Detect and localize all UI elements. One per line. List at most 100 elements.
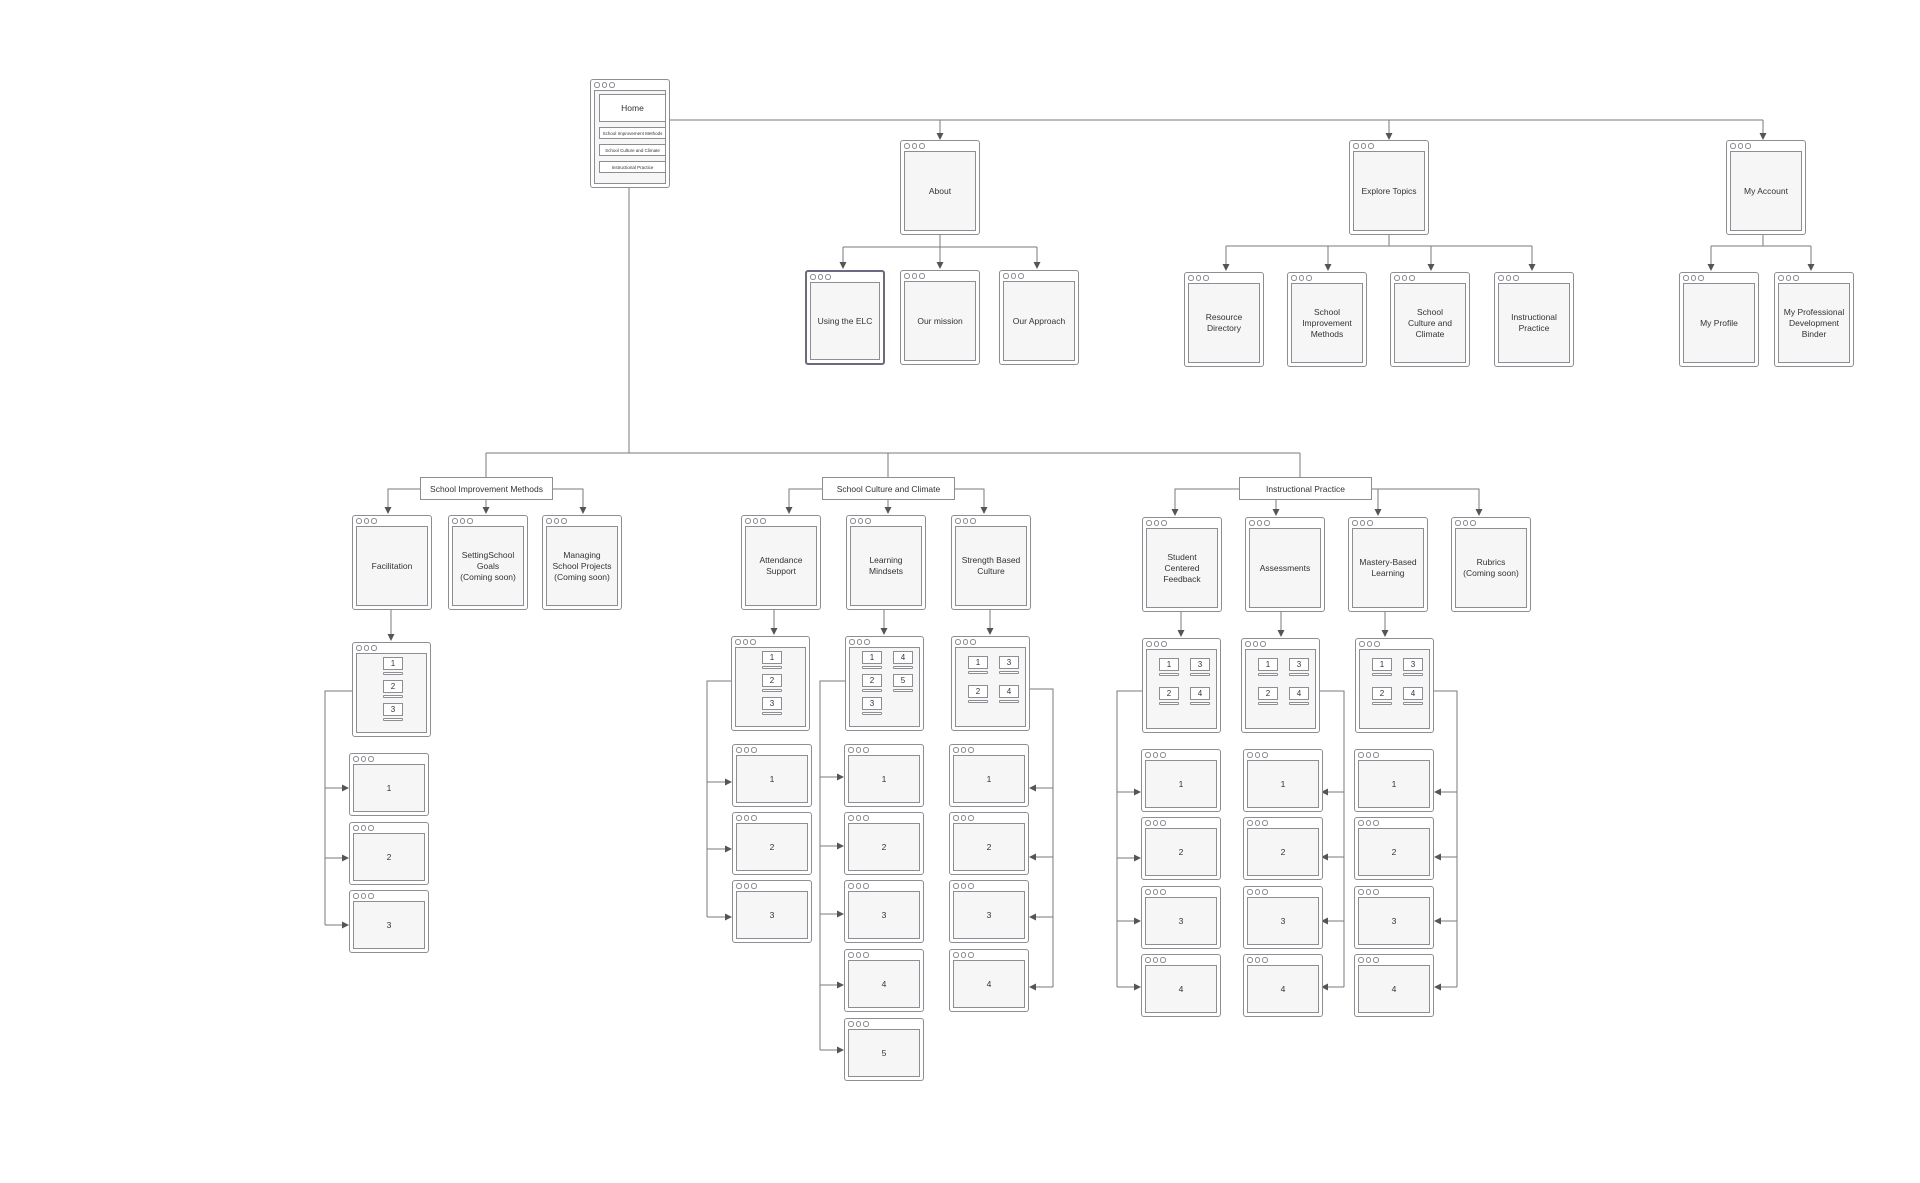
- window-dots-icon: [848, 747, 869, 753]
- thumbnail-caption-bar: [999, 671, 1019, 674]
- thumbnail-caption-bar: [762, 666, 782, 669]
- home-link-school-improvement[interactable]: School Improvement Methods: [599, 127, 666, 139]
- explore-child-2-label: School Culture and Climate: [1394, 283, 1466, 363]
- thumbnail-tile: 5: [893, 674, 913, 687]
- thumbnail-caption-bar: [968, 700, 988, 703]
- assessments-lesson-1-label: 1: [1247, 760, 1319, 808]
- sim-page-0: Facilitation: [352, 515, 432, 610]
- thumbnail-tile: 4: [893, 651, 913, 664]
- ip-page-2: Mastery-Based Learning: [1348, 517, 1428, 612]
- window-dots-icon: [953, 747, 974, 753]
- mindsets-lesson-5: 5: [844, 1018, 924, 1081]
- ip-page-0-label: Student Centered Feedback: [1146, 528, 1218, 608]
- window-dots-icon: [1247, 752, 1268, 758]
- thumbnail-tile: 1: [862, 651, 882, 664]
- explore-child-1: School Improvement Methods: [1287, 272, 1367, 367]
- scc-page-2: Strength Based Culture: [951, 515, 1031, 610]
- facilitation-lesson-2: 2: [349, 822, 429, 885]
- about-child-2-label: Our Approach: [1003, 281, 1075, 361]
- connector-line: [785, 488, 822, 514]
- thumbnail-caption-bar: [383, 672, 403, 675]
- feedback-lesson-4-label: 4: [1145, 965, 1217, 1013]
- facilitation-lesson-1: 1: [349, 753, 429, 816]
- thumbnail-tile: 2: [383, 680, 403, 693]
- mindsets-lesson-1: 1: [844, 744, 924, 807]
- mastery-lesson-3: 3: [1354, 886, 1434, 949]
- window-dots-icon: [1145, 820, 1166, 826]
- home-title-button[interactable]: Home: [599, 94, 666, 122]
- feedback-lesson-2: 2: [1141, 817, 1221, 880]
- thumbnail-tile: 3: [383, 703, 403, 716]
- window-dots-icon: [848, 883, 869, 889]
- thumbnail-tile: 1: [1258, 658, 1278, 671]
- thumbnail-caption-bar: [1159, 673, 1179, 676]
- explore-child-0: Resource Directory: [1184, 272, 1264, 367]
- feedback-lesson-1: 1: [1141, 749, 1221, 812]
- window-dots-icon: [736, 815, 757, 821]
- explore-child-0-label: Resource Directory: [1188, 283, 1260, 363]
- facilitation-lesson-1-label: 1: [353, 764, 425, 812]
- window-dots-icon: [736, 883, 757, 889]
- feedback-lesson-2-label: 2: [1145, 828, 1217, 876]
- thumbnail-tile: 2: [1159, 687, 1179, 700]
- window-dots-icon: [848, 952, 869, 958]
- home-link-instructional-practice[interactable]: Instructional Practice: [599, 161, 666, 173]
- attendance-lesson-1: 1: [732, 744, 812, 807]
- strength-lesson-4-label: 4: [953, 960, 1025, 1008]
- mindsets-lesson-4: 4: [844, 949, 924, 1012]
- explore-child-1-label: School Improvement Methods: [1291, 283, 1363, 363]
- thumbnail-tile: 2: [1258, 687, 1278, 700]
- thumbnail-tile: 2: [1372, 687, 1392, 700]
- mastery-lesson-2-label: 2: [1358, 828, 1430, 876]
- explore-child-2: School Culture and Climate: [1390, 272, 1470, 367]
- account-child-0: My Profile: [1679, 272, 1759, 367]
- window-dots-icon: [353, 756, 374, 762]
- scc-page-0-label: Attendance Support: [745, 526, 817, 606]
- window-dots-icon: [1730, 143, 1751, 149]
- thumbnail-tile: 4: [999, 685, 1019, 698]
- mindsets-lesson-5-label: 5: [848, 1029, 920, 1077]
- window-dots-icon: [955, 639, 976, 645]
- strength-lesson-1-label: 1: [953, 755, 1025, 803]
- window-dots-icon: [810, 274, 831, 280]
- window-dots-icon: [849, 639, 870, 645]
- strength-lesson-2-label: 2: [953, 823, 1025, 871]
- home-link-school-culture[interactable]: School Culture and Climate: [599, 144, 666, 156]
- window-dots-icon: [955, 518, 976, 524]
- window-dots-icon: [1245, 641, 1266, 647]
- window-dots-icon: [848, 1021, 869, 1027]
- window-dots-icon: [735, 639, 756, 645]
- attendance-lesson-2-label: 2: [736, 823, 808, 871]
- section-label-school-culture: School Culture and Climate: [822, 477, 955, 500]
- my-account-page-label: My Account: [1730, 151, 1802, 231]
- scc-page-2-label: Strength Based Culture: [955, 526, 1027, 606]
- window-dots-icon: [1247, 889, 1268, 895]
- attendance-lesson-3-label: 3: [736, 891, 808, 939]
- explore-child-3-label: Instructional Practice: [1498, 283, 1570, 363]
- thumbnail-caption-bar: [968, 671, 988, 674]
- thumbnail-tile: 4: [1190, 687, 1210, 700]
- window-dots-icon: [1358, 957, 1379, 963]
- about-child-1-label: Our mission: [904, 281, 976, 361]
- thumbnail-caption-bar: [1403, 673, 1423, 676]
- thumbnail-tile: 4: [1403, 687, 1423, 700]
- scc-page-0: Attendance Support: [741, 515, 821, 610]
- assessments-lesson-1: 1: [1243, 749, 1323, 812]
- thumbnail-tile: 3: [762, 697, 782, 710]
- thumbnail-tile: 2: [762, 674, 782, 687]
- home-page-wireframe: Home School Improvement Methods School C…: [590, 79, 670, 188]
- thumbnail-caption-bar: [1289, 702, 1309, 705]
- mindsets-lesson-2-label: 2: [848, 823, 920, 871]
- thumbnail-caption-bar: [1190, 702, 1210, 705]
- ip-page-2-label: Mastery-Based Learning: [1352, 528, 1424, 608]
- window-dots-icon: [850, 518, 871, 524]
- window-dots-icon: [356, 518, 377, 524]
